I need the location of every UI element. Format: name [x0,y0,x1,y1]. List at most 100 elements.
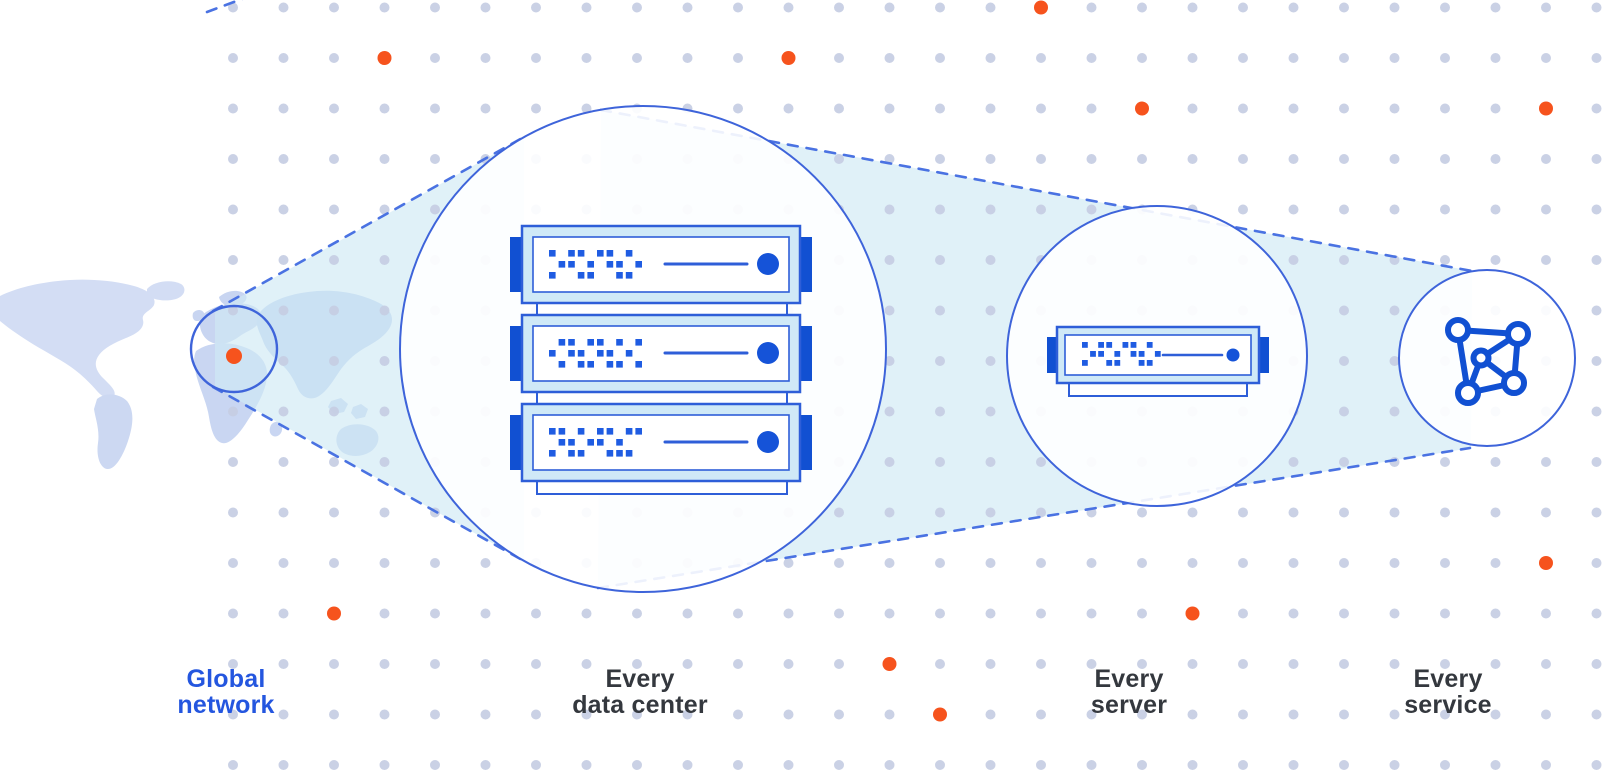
server-vent-square [568,261,575,268]
grid-dot [1339,154,1349,164]
grid-dot [935,659,945,669]
grid-dot [935,2,945,13]
grid-dot [834,558,844,568]
grid-dot [1440,659,1450,669]
grid-dot [1339,406,1349,417]
grid-dot [935,53,945,63]
dashed-lines [205,0,1474,590]
grid-dot [985,2,996,13]
server-led [757,342,779,364]
grid-dot [1389,558,1400,568]
grid-dot [531,103,541,114]
grid-dot [1490,507,1501,518]
grid-dot [632,608,642,619]
grid-dot [1490,558,1501,568]
grid-dot [1238,2,1248,13]
grid-dot [531,760,541,770]
label-line: Global [186,665,266,693]
grid-dot [1288,760,1299,770]
label-global-network: Global network [116,666,336,718]
map-continent-north-america [0,279,155,399]
server-side-tab [510,326,523,381]
server-vent-square [1130,342,1137,348]
server-vent-square [577,428,585,435]
grid-dot [1440,608,1450,619]
grid-dot [985,305,996,316]
label-line: service [1404,691,1492,719]
grid-dot [480,659,491,669]
server-vent-square [1098,342,1104,348]
server-vent-square [597,339,604,346]
grid-dot [228,558,238,568]
grid-dot [278,255,289,265]
grid-dot [430,709,440,720]
grid-dot [329,255,339,265]
server-vent-square [616,272,623,279]
accent-dot-orange [1539,556,1553,570]
server-vent-square [616,261,623,268]
label-every-data-center: Every data center [530,666,750,718]
grid-dot [1490,659,1501,669]
grid-dot [1339,255,1349,265]
grid-dot [1187,53,1198,63]
grid-dot [1187,659,1198,669]
grid-dot [1490,760,1501,770]
grid-dot [1591,204,1602,215]
grid-dot [1591,709,1602,720]
grid-dot [985,406,996,417]
grid-dot [1238,507,1248,518]
grid-dot [1288,457,1299,467]
grid-dot [1187,709,1198,720]
grid-dot [1440,154,1450,164]
grid-dot [430,53,440,63]
grid-dot [581,608,592,619]
label-every-server: Every server [1019,666,1239,718]
grid-dot [1187,558,1198,568]
server-vent-square [558,261,566,268]
grid-dot [783,558,794,568]
grid-dot [1036,709,1046,720]
grid-dot [228,53,238,63]
grid-dot [1187,103,1198,114]
server-vent-square [635,428,642,435]
grid-dot [1440,204,1450,215]
grid-dot [1137,709,1147,720]
grid-dot [985,507,996,518]
grid-dot [1339,659,1349,669]
grid-dot [682,709,693,720]
server-vent-square [1138,360,1145,366]
grid-dot [884,204,895,215]
grid-dot [379,204,390,215]
grid-dot [1490,204,1501,215]
grid-dot [1036,659,1046,669]
network-node [1445,317,1471,343]
grid-dot [884,305,895,316]
grid-dot [985,53,996,63]
grid-dot [733,709,743,720]
grid-dot [379,608,390,619]
grid-dot [581,2,592,13]
grid-dot [228,608,238,619]
accent-dot-orange [1185,606,1200,621]
grid-dot [682,2,693,13]
grid-dot [379,2,390,13]
grid-dot [379,709,390,720]
grid-dot [228,507,238,518]
label-line: data center [572,691,708,719]
grid-dot [278,659,289,669]
server-vent-square [1114,360,1121,366]
grid-dot [1389,406,1400,417]
server-vent-square [587,439,594,446]
server-vent-square [1146,342,1153,348]
grid-dot [379,659,390,669]
grid-dot [1187,507,1198,518]
grid-dot [1036,53,1046,63]
grid-dot [1541,255,1551,265]
server-vent-square [558,361,566,368]
label-line: Every [1413,665,1483,693]
server-vent-square [616,339,623,346]
grid-dot [1238,760,1248,770]
grid-dot [935,406,945,417]
